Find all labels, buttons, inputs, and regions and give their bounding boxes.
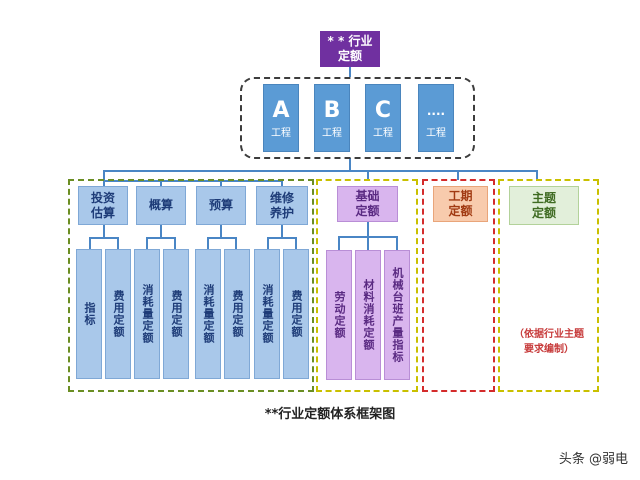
theme-quota-box: 主题 定额 bbox=[509, 186, 579, 225]
category-line2: 估算 bbox=[90, 205, 115, 220]
project-box-more: .... 工程 bbox=[418, 84, 454, 152]
connector-cat-drop-4 bbox=[281, 180, 283, 186]
column-fee-quota: 费用定额 bbox=[224, 249, 250, 379]
category-budget: 预算 bbox=[196, 186, 246, 225]
category-line1: 维修 bbox=[269, 190, 294, 205]
bracket-leg-3b bbox=[235, 237, 237, 249]
project-letter: A bbox=[272, 97, 290, 123]
bracket-stem-2 bbox=[160, 225, 162, 237]
theme-line2: 定额 bbox=[531, 205, 556, 220]
diagram-caption: **行业定额体系框架图 bbox=[264, 406, 396, 422]
bracket-leg-1a bbox=[89, 237, 91, 249]
period-group-frame bbox=[422, 179, 495, 392]
watermark: 头条 @弱电 bbox=[558, 452, 628, 467]
category-line2: 养护 bbox=[269, 205, 294, 220]
basic-quota-box: 基础 定额 bbox=[337, 186, 398, 222]
project-letter: B bbox=[323, 97, 341, 123]
category-maintenance: 维修 养护 bbox=[256, 186, 308, 225]
column-fee-quota: 费用定额 bbox=[283, 249, 309, 379]
basic-line1: 基础 bbox=[355, 189, 380, 203]
bracket-bar-1 bbox=[89, 237, 119, 239]
bracket-bar-4 bbox=[267, 237, 297, 239]
theme-line1: 主题 bbox=[531, 190, 556, 205]
connector-drop-3 bbox=[457, 170, 459, 180]
connector-group-vertical bbox=[349, 158, 351, 170]
period-line1: 工期 bbox=[448, 189, 473, 203]
column-fee-quota: 费用定额 bbox=[163, 249, 189, 379]
category-line1: 预算 bbox=[208, 198, 233, 212]
bracket-leg-4a bbox=[267, 237, 269, 249]
top-node-line2: 定额 bbox=[337, 49, 362, 63]
basic-group-frame bbox=[316, 179, 418, 392]
project-sub: 工程 bbox=[373, 127, 393, 139]
project-letter: .... bbox=[426, 103, 446, 118]
theme-note-line2: 要求编制） bbox=[524, 344, 574, 355]
bracket-leg-3a bbox=[207, 237, 209, 249]
category-investment-estimate: 投资 估算 bbox=[78, 186, 128, 225]
connector-drop-1 bbox=[103, 170, 105, 180]
column-indicator: 指标 bbox=[76, 249, 102, 379]
category-budget-estimate: 概算 bbox=[136, 186, 186, 225]
project-group-frame bbox=[240, 77, 475, 159]
top-node-line1: * * 行业 bbox=[327, 34, 373, 48]
bracket-leg-2a bbox=[146, 237, 148, 249]
bracket-leg-1b bbox=[117, 237, 119, 249]
column-labor-quota: 劳动定额 bbox=[326, 250, 352, 380]
bracket-stem-3 bbox=[220, 225, 222, 237]
period-quota-box: 工期 定额 bbox=[433, 186, 488, 222]
project-box-c: C 工程 bbox=[365, 84, 401, 152]
project-sub: 工程 bbox=[271, 127, 291, 139]
project-box-b: B 工程 bbox=[314, 84, 350, 152]
project-sub: 工程 bbox=[426, 127, 446, 139]
column-material-quota: 材料消耗定额 bbox=[355, 250, 381, 380]
column-consumption-quota: 消耗量定额 bbox=[195, 249, 221, 379]
category-line1: 投资 bbox=[90, 190, 115, 205]
theme-note: （依据行业主题 要求编制） bbox=[503, 325, 595, 359]
bracket-bar-2 bbox=[146, 237, 176, 239]
bracket-leg-basic-a bbox=[338, 236, 340, 250]
bracket-stem-1 bbox=[103, 225, 105, 237]
bracket-leg-4b bbox=[295, 237, 297, 249]
theme-note-line1: （依据行业主题 bbox=[514, 329, 584, 340]
column-consumption-quota: 消耗量定额 bbox=[254, 249, 280, 379]
basic-line2: 定额 bbox=[355, 204, 380, 218]
connector-drop-2 bbox=[367, 170, 369, 180]
column-machinery-indicator: 机械台班产量指标 bbox=[384, 250, 410, 380]
project-letter: C bbox=[374, 97, 392, 123]
project-sub: 工程 bbox=[322, 127, 342, 139]
period-line2: 定额 bbox=[448, 204, 473, 218]
connector-cat-drop-3 bbox=[220, 180, 222, 186]
column-fee-quota: 费用定额 bbox=[105, 249, 131, 379]
bracket-stem-4 bbox=[281, 225, 283, 237]
connector-drop-4 bbox=[536, 170, 538, 180]
bracket-leg-2b bbox=[174, 237, 176, 249]
bracket-leg-basic-b bbox=[367, 236, 369, 250]
bracket-bar-3 bbox=[207, 237, 237, 239]
theme-group-frame bbox=[498, 179, 599, 392]
connector-top-vertical bbox=[349, 67, 351, 77]
connector-left-horizontal bbox=[103, 180, 283, 182]
top-node-industry-quota: * * 行业 定额 bbox=[320, 31, 380, 67]
bracket-stem-basic bbox=[367, 222, 369, 236]
connector-cat-drop-2 bbox=[160, 180, 162, 186]
cost-group-frame bbox=[68, 179, 314, 392]
category-line1: 概算 bbox=[148, 198, 173, 212]
connector-main-horizontal bbox=[103, 170, 537, 172]
column-consumption-quota: 消耗量定额 bbox=[134, 249, 160, 379]
project-box-a: A 工程 bbox=[263, 84, 299, 152]
bracket-leg-basic-c bbox=[396, 236, 398, 250]
connector-cat-drop-1 bbox=[103, 180, 105, 186]
